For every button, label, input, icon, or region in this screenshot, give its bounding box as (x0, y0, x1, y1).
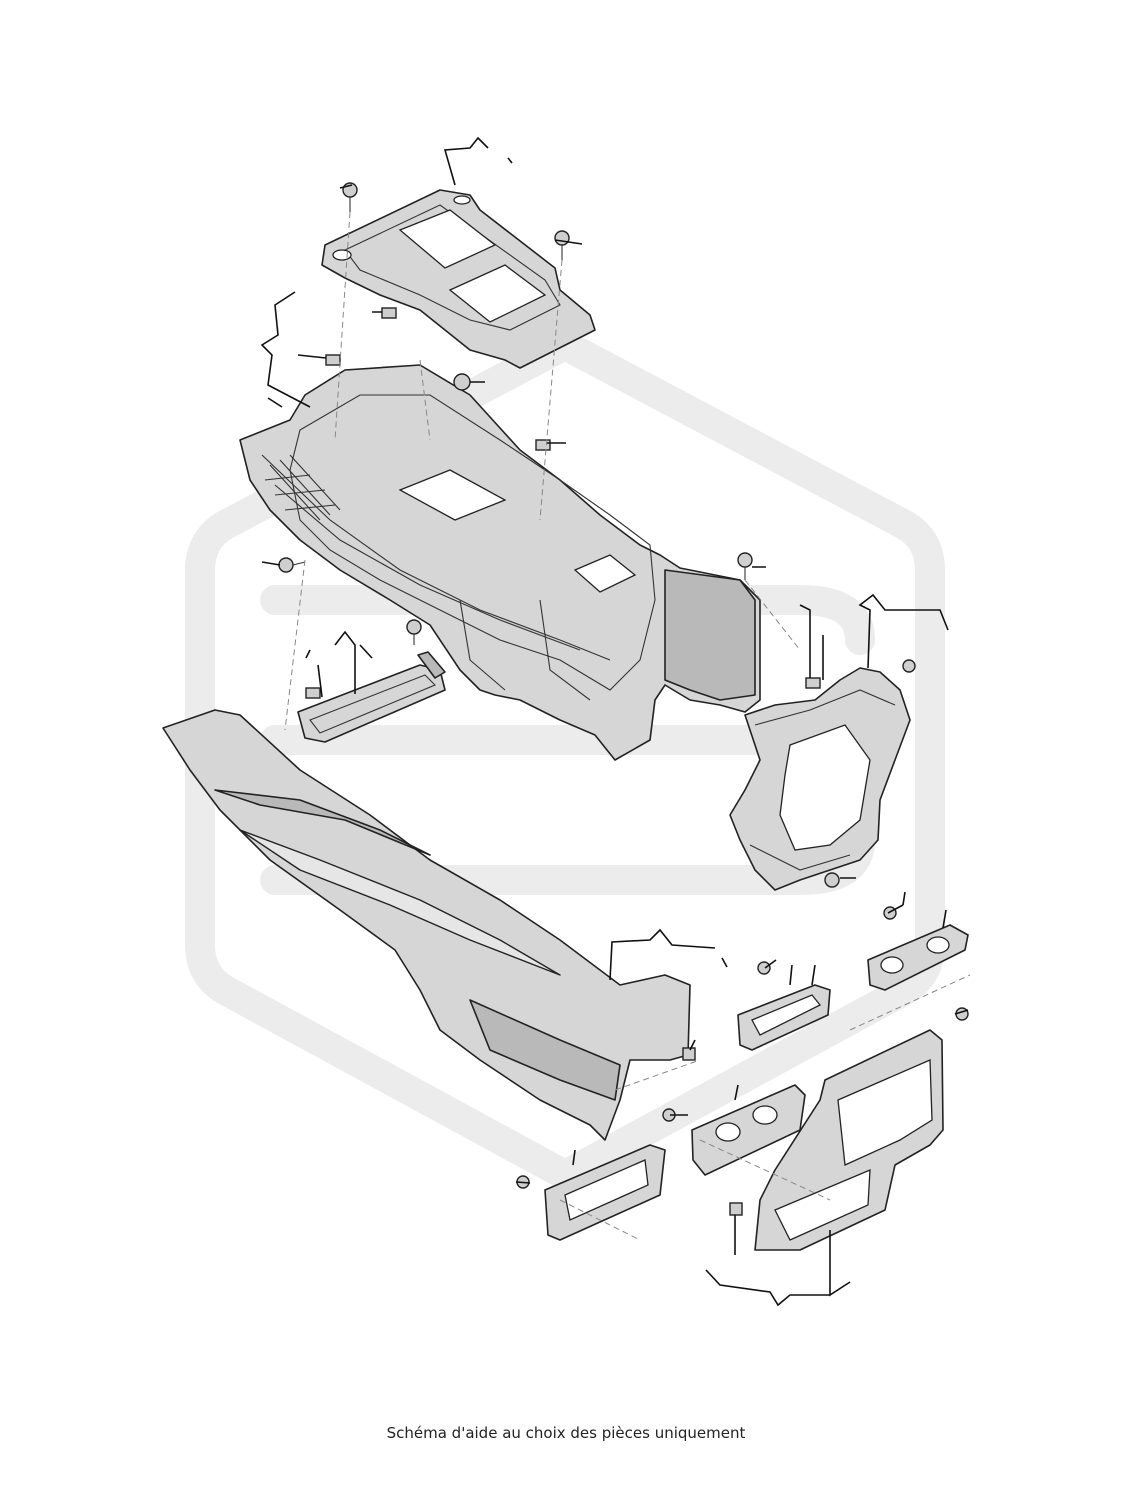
screw-icon[interactable] (737, 552, 753, 580)
clip-nut-icon[interactable] (535, 439, 551, 451)
storage-tray-part[interactable] (737, 984, 831, 1051)
callout-leaders (260, 136, 969, 1307)
bolt-icon[interactable] (453, 373, 471, 391)
fasteners (278, 182, 969, 1216)
upper-bracket-part[interactable] (321, 189, 596, 369)
vent-grille (264, 454, 341, 521)
clip-nut-icon[interactable] (805, 677, 821, 689)
switch-panel-part[interactable] (867, 924, 969, 991)
clip-nut-icon[interactable] (381, 307, 397, 319)
clip-icon[interactable] (682, 1047, 696, 1061)
diagram-caption: Schéma d'aide au choix des pièces unique… (386, 1424, 746, 1442)
ashtray-module-part[interactable] (544, 1144, 666, 1241)
cross-bracket-part[interactable] (297, 651, 446, 743)
screw-icon[interactable] (554, 230, 570, 260)
cupholder-module-part[interactable] (691, 1084, 806, 1176)
front-trim-bezel-part[interactable] (754, 1029, 944, 1251)
nut-icon[interactable] (902, 659, 916, 673)
console-frame-part[interactable] (239, 364, 761, 761)
front-bracket-part[interactable] (729, 667, 911, 891)
nut-icon[interactable] (824, 872, 840, 888)
assembly-guide-lines (284, 211, 971, 1241)
clip-icon[interactable] (729, 1202, 743, 1216)
screw-icon[interactable] (757, 961, 771, 975)
screw-icon[interactable] (406, 619, 422, 645)
clip-nut-icon[interactable] (305, 687, 321, 699)
screw-icon[interactable] (278, 557, 306, 573)
side-trim-panel-part[interactable] (162, 709, 691, 1141)
clip-nut-icon[interactable] (325, 354, 341, 366)
